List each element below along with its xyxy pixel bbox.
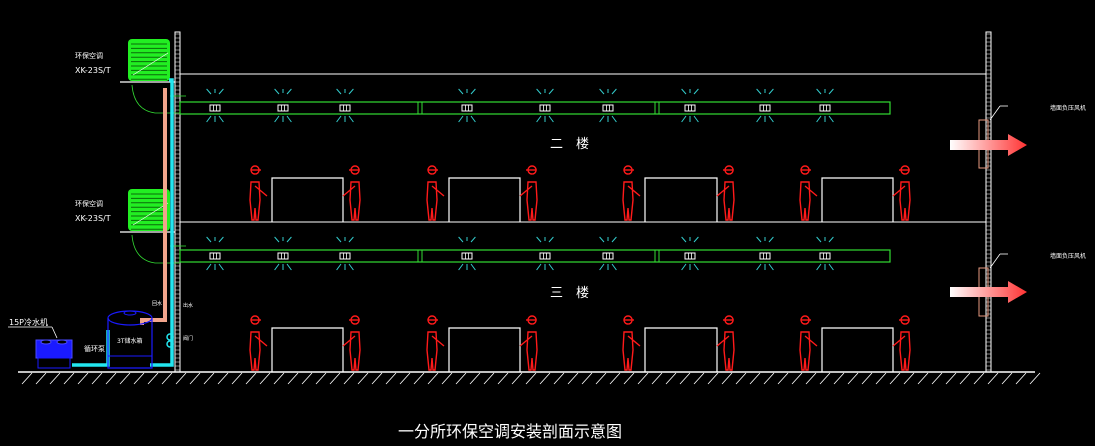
workbench <box>821 177 894 222</box>
ac-unit-model-2: XK-23S/T <box>75 214 111 223</box>
worker-figure <box>622 315 641 371</box>
worker-figure <box>342 315 361 371</box>
air-diffuser <box>458 88 476 123</box>
worker-figure <box>799 165 818 221</box>
air-diffuser <box>206 236 224 271</box>
ac-unit-name-1: 环保空调 <box>75 51 103 60</box>
chiller-unit <box>35 339 73 369</box>
air-diffuser <box>206 88 224 123</box>
worker-figure <box>519 165 538 221</box>
floor-2 <box>179 88 1027 222</box>
drawing-title: 一分所环保空调安装剖面示意图 <box>398 422 622 441</box>
air-diffuser <box>274 88 292 123</box>
supply-pipe <box>140 88 167 325</box>
air-diffuser <box>458 236 476 271</box>
air-duct <box>179 101 891 115</box>
air-diffuser <box>599 88 617 123</box>
workbench <box>644 327 718 372</box>
air-diffuser <box>274 236 292 271</box>
valve-icon <box>166 333 174 341</box>
workbench <box>821 327 894 372</box>
air-diffuser <box>336 88 354 123</box>
exhaust-arrow-icon <box>950 134 1027 156</box>
air-diffuser <box>681 236 699 271</box>
air-diffuser <box>756 236 774 271</box>
chiller-label: 15P冷水机 <box>9 317 48 327</box>
worker-figure <box>249 165 268 221</box>
pump-label: 循环泵 <box>84 344 105 353</box>
air-diffuser <box>536 236 554 271</box>
floor-label-2: 二 楼 <box>550 137 589 152</box>
worker-figure <box>426 315 445 371</box>
workbench <box>271 327 344 372</box>
worker-figure <box>892 165 911 221</box>
air-diffuser <box>336 236 354 271</box>
floor-3 <box>179 236 1027 372</box>
supply-pipe-label: 出水 <box>183 302 193 309</box>
valve-icon <box>166 340 174 348</box>
exhaust-fan-label-1: 墙面负压风机 <box>1050 104 1086 112</box>
floor-label-3: 三 楼 <box>550 286 589 301</box>
worker-figure <box>249 315 268 371</box>
air-diffuser <box>536 88 554 123</box>
worker-figure <box>716 165 735 221</box>
air-diffuser <box>816 88 834 123</box>
worker-figure <box>622 165 641 221</box>
worker-figure <box>342 165 361 221</box>
chiller-base <box>37 357 71 369</box>
worker-figure <box>426 165 445 221</box>
air-diffuser <box>756 88 774 123</box>
air-diffuser <box>681 88 699 123</box>
valve-label: 阀门 <box>183 335 193 342</box>
exhaust-fan-label-2: 墙面负压风机 <box>1050 252 1086 260</box>
ac-unit-name-2: 环保空调 <box>75 199 103 208</box>
tank-label: 3T储水箱 <box>117 337 142 345</box>
air-diffuser <box>816 236 834 271</box>
workbench <box>644 177 718 222</box>
air-duct <box>179 249 891 263</box>
return-pipe <box>150 78 174 367</box>
workbench <box>271 177 344 222</box>
evaporative-ac-unit <box>120 39 186 114</box>
worker-figure <box>799 315 818 371</box>
worker-figure <box>519 315 538 371</box>
workbench <box>448 177 521 222</box>
worker-figure <box>892 315 911 371</box>
air-diffuser <box>599 236 617 271</box>
ground-hatch <box>21 372 1041 385</box>
water-tank <box>107 310 153 369</box>
return-pipe-label: 回水 <box>152 300 162 307</box>
evaporative-ac-unit <box>120 189 186 264</box>
workbench <box>448 327 521 372</box>
worker-figure <box>716 315 735 371</box>
ac-unit-model-1: XK-23S/T <box>75 66 111 75</box>
exhaust-arrow-icon <box>950 281 1027 303</box>
